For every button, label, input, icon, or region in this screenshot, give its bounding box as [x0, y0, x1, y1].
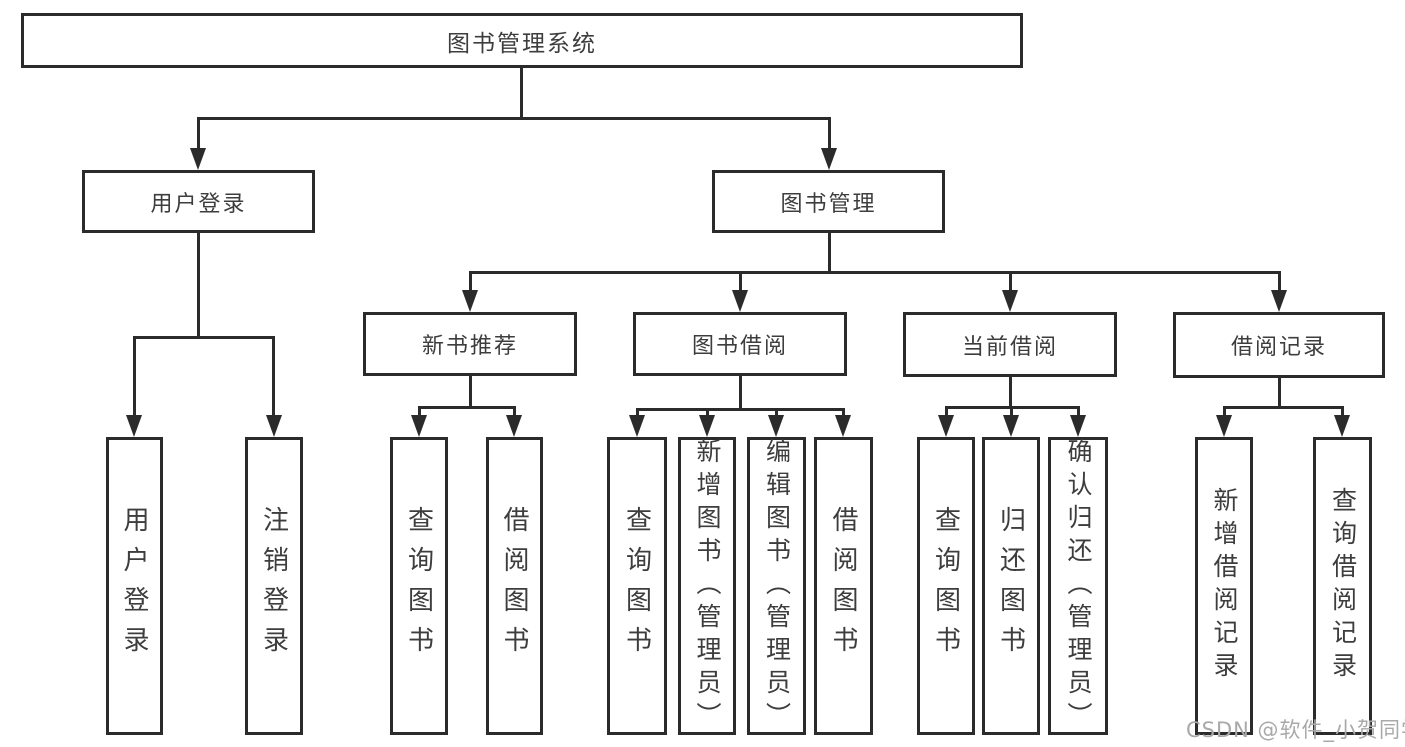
- connector-line: [739, 272, 742, 292]
- leaf-confirm-return-admin: 确认归还（管理员）: [1048, 437, 1108, 735]
- arrow-down-icon: [126, 415, 142, 437]
- node-label: 归还图书: [995, 506, 1026, 666]
- arrow-down-icon: [1271, 290, 1287, 312]
- node-label: 借阅图书: [828, 506, 858, 666]
- node-label: 新书推荐: [421, 334, 518, 359]
- connector-line: [469, 271, 1281, 274]
- leaf-borrow-books-recommend: 借阅图书: [486, 437, 543, 735]
- arrow-down-icon: [835, 415, 851, 437]
- connector-line: [513, 407, 516, 418]
- node-book-management: 图书管理: [712, 170, 945, 233]
- node-label: 借阅图书: [499, 506, 529, 666]
- connector-line: [1278, 378, 1281, 409]
- arrow-down-icon: [506, 415, 522, 437]
- connector-line: [636, 409, 639, 418]
- connector-line: [197, 118, 200, 150]
- node-label: 借阅记录: [1230, 335, 1327, 360]
- node-label: 新增借阅记录: [1210, 487, 1239, 685]
- arrow-down-icon: [190, 148, 206, 170]
- node-label: 用户登录: [150, 191, 247, 217]
- node-label: 图书借阅: [691, 334, 788, 359]
- connector-line: [706, 409, 709, 418]
- connector-line: [469, 272, 472, 292]
- connector-line: [197, 233, 200, 339]
- arrow-down-icon: [1216, 415, 1232, 437]
- connector-line: [1009, 377, 1012, 409]
- connector-line: [469, 376, 472, 409]
- connector-line: [1009, 272, 1012, 292]
- connector-line: [133, 337, 136, 417]
- node-label: 确认归还（管理员）: [1064, 437, 1093, 735]
- leaf-add-borrow-record: 新增借阅记录: [1195, 437, 1253, 735]
- leaf-query-books-borrowing: 查询图书: [607, 437, 667, 735]
- connector-line: [945, 407, 948, 418]
- arrow-down-icon: [938, 415, 954, 437]
- connector-line: [1223, 406, 1344, 409]
- leaf-edit-books-admin: 编辑图书（管理员）: [747, 437, 806, 735]
- connector-line: [520, 68, 523, 118]
- arrow-down-icon: [266, 415, 282, 437]
- connector-line: [1278, 272, 1281, 292]
- node-label: 注销登录: [258, 506, 289, 666]
- node-book-borrowing: 图书借阅: [633, 312, 847, 376]
- arrow-down-icon: [411, 415, 427, 437]
- leaf-user-login: 用户登录: [106, 437, 163, 735]
- connector-line: [828, 118, 831, 150]
- node-label: 当前借阅: [961, 334, 1058, 360]
- connector-line: [739, 376, 742, 411]
- arrow-down-icon: [1334, 415, 1350, 437]
- connector-line: [1077, 407, 1080, 418]
- connector-line: [1010, 407, 1013, 418]
- connector-line: [272, 337, 275, 417]
- node-label: 图书管理系统: [447, 30, 597, 57]
- connector-line: [775, 409, 778, 418]
- node-new-book-recommendation: 新书推荐: [363, 312, 577, 376]
- arrow-down-icon: [629, 415, 645, 437]
- leaf-borrow-books-borrowing: 借阅图书: [814, 437, 873, 735]
- arrow-down-icon: [1070, 415, 1086, 437]
- connector-line: [828, 233, 831, 274]
- arrow-down-icon: [462, 290, 478, 312]
- node-label: 新增图书（管理员）: [693, 437, 722, 735]
- node-label: 查询图书: [403, 506, 434, 666]
- node-label: 图书管理: [780, 191, 877, 217]
- leaf-query-books-current: 查询图书: [917, 437, 975, 735]
- arrow-down-icon: [732, 290, 748, 312]
- node-current-borrowing: 当前借阅: [903, 312, 1117, 377]
- node-label: 查询图书: [930, 506, 961, 666]
- arrow-down-icon: [1002, 290, 1018, 312]
- connector-line: [418, 406, 516, 409]
- node-borrowing-records: 借阅记录: [1173, 312, 1385, 378]
- connector-line: [1341, 407, 1344, 418]
- leaf-return-books: 归还图书: [982, 437, 1040, 735]
- csdn-watermark: CSDN @软件_小贺同学: [1186, 718, 1405, 742]
- node-root: 图书管理系统: [21, 13, 1023, 68]
- connector-line: [197, 117, 831, 120]
- connector-line: [418, 407, 421, 418]
- leaf-add-books-admin: 新增图书（管理员）: [678, 437, 736, 735]
- leaf-query-borrow-record: 查询借阅记录: [1313, 437, 1372, 735]
- arrow-down-icon: [1003, 415, 1019, 437]
- connector-line: [636, 408, 845, 411]
- leaf-logout: 注销登录: [245, 437, 303, 735]
- arrow-down-icon: [768, 415, 784, 437]
- connector-line: [1223, 407, 1226, 418]
- arrow-down-icon: [699, 415, 715, 437]
- node-label: 查询借阅记录: [1328, 487, 1358, 685]
- node-label: 编辑图书（管理员）: [762, 437, 792, 735]
- leaf-query-books-recommend: 查询图书: [390, 437, 448, 735]
- node-label: 查询图书: [621, 506, 652, 666]
- connector-line: [842, 409, 845, 418]
- arrow-down-icon: [821, 148, 837, 170]
- node-user-login: 用户登录: [82, 170, 315, 233]
- node-label: 用户登录: [119, 506, 149, 666]
- connector-line: [133, 336, 275, 339]
